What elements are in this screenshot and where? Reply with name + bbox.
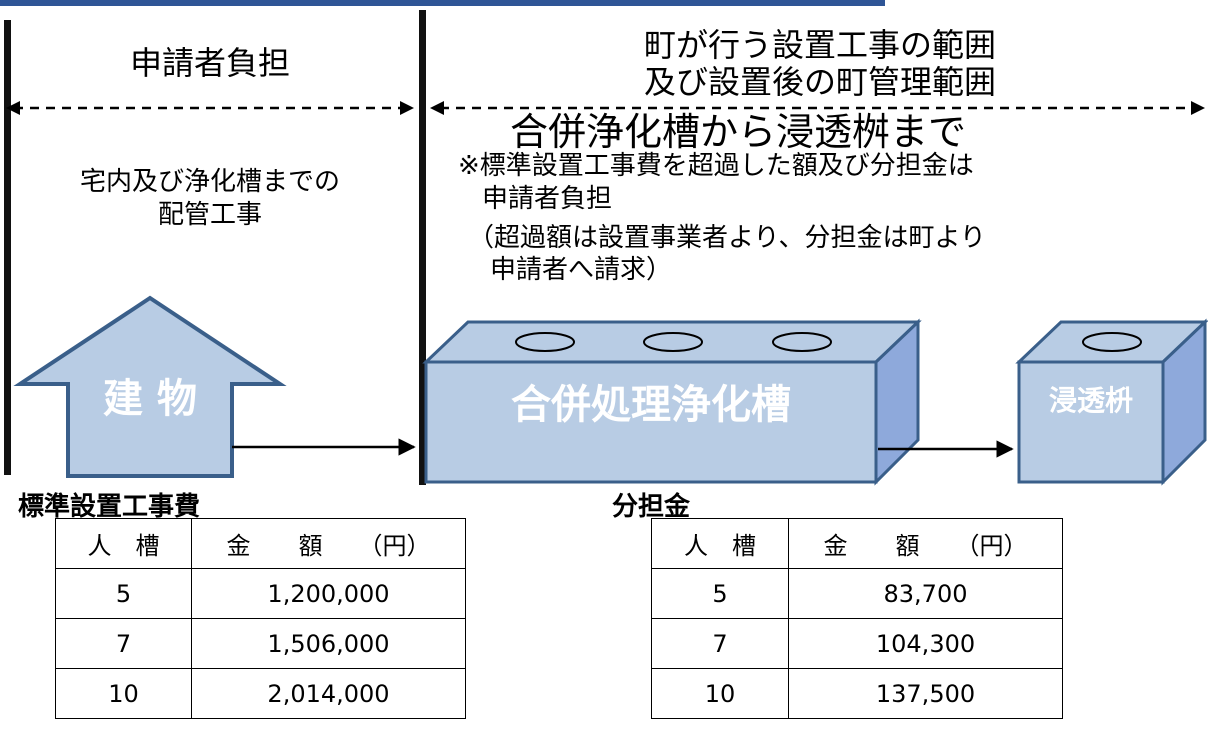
share-table: 人 槽 金 額 （円） 5 83,700 7 104,300 10 137,50… [651,518,1063,719]
tank-box [422,318,922,486]
manhole-3 [772,332,832,352]
right-header-line2: 及び設置後の町管理範囲 [643,63,996,101]
top-rule [0,0,885,6]
right-title: 合併浄化槽から浸透桝まで [510,110,967,154]
building-shape [13,295,287,478]
cell-amount: 104,300 [788,618,1063,669]
right-note-line4: 申請者へ請求） [490,255,673,285]
table-row: 5 1,200,000 [55,568,466,619]
pit-label: 浸透枡 [1049,384,1133,417]
cell-amount: 1,200,000 [191,568,466,619]
tank-label: 合併処理浄化槽 [511,382,791,428]
left-desc-line1: 宅内及び浄化槽までの [79,167,340,197]
table-header-row: 人 槽 金 額 （円） [55,518,466,569]
table-header-row: 人 槽 金 額 （円） [651,518,1063,569]
cell-people: 5 [651,568,789,619]
middle-boundary-line [419,10,426,485]
share-table-caption: 分担金 [612,492,691,522]
right-note-line2: 申請者負担 [482,184,613,214]
header-amount: 金 額 （円） [191,518,466,569]
left-range-arrow [6,101,414,115]
cell-amount: 137,500 [788,668,1063,719]
header-people: 人 槽 [55,518,192,569]
manhole-2 [643,332,703,352]
header-people: 人 槽 [651,518,789,569]
cost-table: 人 槽 金 額 （円） 5 1,200,000 7 1,506,000 10 2… [55,518,466,719]
right-range-arrow [430,101,1205,115]
right-header-line1: 町が行う設置工事の範囲 [643,26,996,64]
table-row: 5 83,700 [651,568,1063,619]
cell-amount: 83,700 [788,568,1063,619]
cost-table-caption: 標準設置工事費 [18,492,201,522]
cell-people: 10 [651,668,789,719]
cell-people: 7 [55,618,192,669]
table-row: 7 104,300 [651,618,1063,669]
header-amount: 金 額 （円） [788,518,1063,569]
cell-amount: 2,014,000 [191,668,466,719]
cell-people: 10 [55,668,192,719]
cell-people: 5 [55,568,192,619]
cell-people: 7 [651,618,789,669]
building-label: 建 物 [103,376,197,422]
left-header: 申請者負担 [129,44,290,82]
manhole-1 [515,332,575,352]
table-row: 7 1,506,000 [55,618,466,669]
table-row: 10 137,500 [651,668,1063,719]
pit-box [1015,318,1208,486]
pit-manhole [1082,332,1142,352]
right-note-line1: ※標準設置工事費を超過した額及び分担金は [458,151,974,181]
right-note-line3: （超過額は設置事業者より、分担金は町より [468,223,986,253]
cell-amount: 1,506,000 [191,618,466,669]
left-desc-line2: 配管工事 [157,200,262,230]
table-row: 10 2,014,000 [55,668,466,719]
left-boundary-line [4,20,11,475]
